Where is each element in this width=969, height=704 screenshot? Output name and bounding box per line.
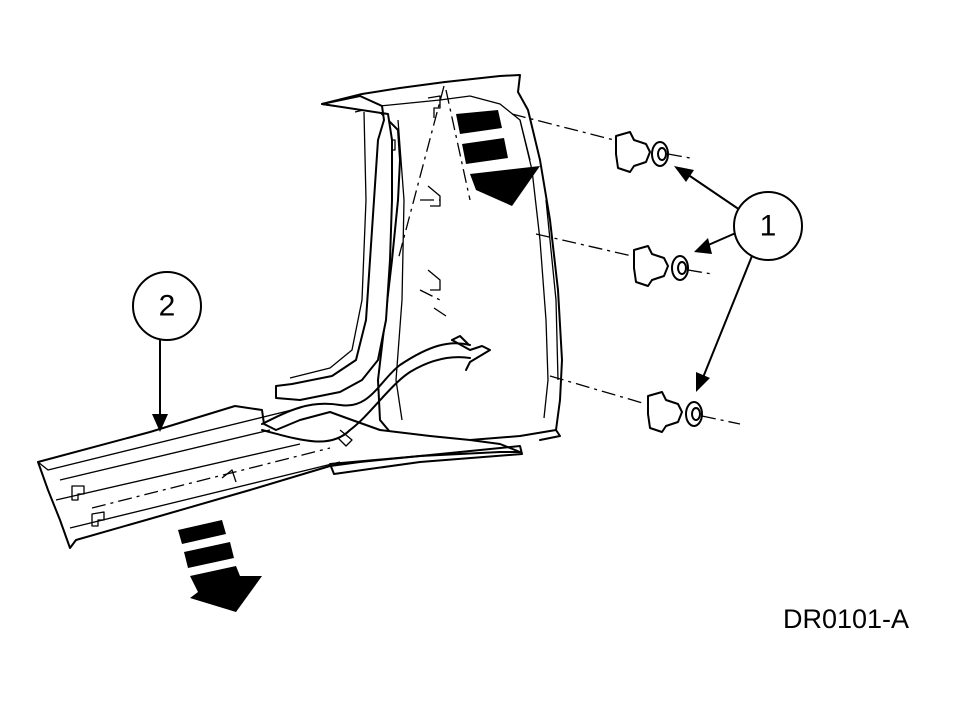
callout-1-leaders <box>674 166 753 392</box>
fastener-clip-bottom <box>647 391 703 433</box>
callout-2: 2 <box>132 271 202 341</box>
removal-arrow-upper <box>456 110 540 206</box>
pillar-channel <box>275 95 393 401</box>
sill-trim-panel <box>37 405 523 549</box>
fastener-clip-middle <box>633 245 689 287</box>
alignment-lines <box>511 113 741 425</box>
pillar-trim-panel <box>321 74 563 445</box>
wire-strap <box>261 335 491 447</box>
callout-1-label: 1 <box>760 210 777 243</box>
removal-arrow-lower <box>178 520 262 612</box>
callout-2-label: 2 <box>159 290 176 323</box>
reference-code: DR0101-A <box>783 604 909 634</box>
callout-2-leader <box>152 339 168 432</box>
fastener-clip-top <box>615 131 669 173</box>
callout-1: 1 <box>733 191 803 261</box>
